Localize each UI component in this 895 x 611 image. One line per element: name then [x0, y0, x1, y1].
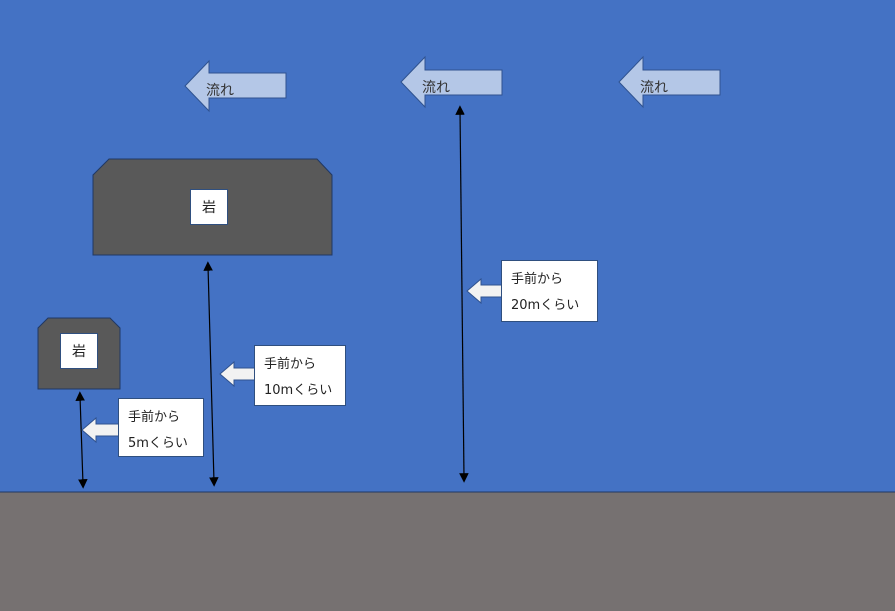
- callout-line1: 手前から: [511, 272, 564, 287]
- flow-label-3: 流れ: [640, 80, 668, 96]
- distance-line-20m: [455, 105, 469, 483]
- callout-line2: 20mくらい: [511, 298, 580, 313]
- riverbank-ground: [0, 492, 895, 611]
- distance-callout-20m: 手前から 20mくらい: [501, 260, 598, 322]
- distance-callout-5m: 手前から 5mくらい: [118, 398, 204, 457]
- flow-arrow-2: [400, 55, 503, 109]
- pointer-arrow-20m: [466, 277, 503, 305]
- flow-label-1: 流れ: [206, 83, 234, 99]
- rock-label-small: 岩: [60, 333, 98, 369]
- flow-arrow-1: [184, 59, 287, 113]
- flow-arrow-3: [618, 55, 721, 109]
- distance-line-5m: [75, 391, 88, 489]
- flow-label-2: 流れ: [422, 80, 450, 96]
- callout-line2: 5mくらい: [128, 436, 188, 451]
- rock-label-large: 岩: [190, 189, 228, 225]
- callout-line1: 手前から: [264, 357, 317, 372]
- callout-line1: 手前から: [128, 410, 181, 425]
- pointer-arrow-10m: [219, 360, 256, 388]
- callout-line2: 10mくらい: [264, 383, 333, 398]
- pointer-arrow-5m: [81, 416, 120, 444]
- distance-line-10m: [203, 261, 219, 487]
- distance-callout-10m: 手前から 10mくらい: [254, 345, 346, 406]
